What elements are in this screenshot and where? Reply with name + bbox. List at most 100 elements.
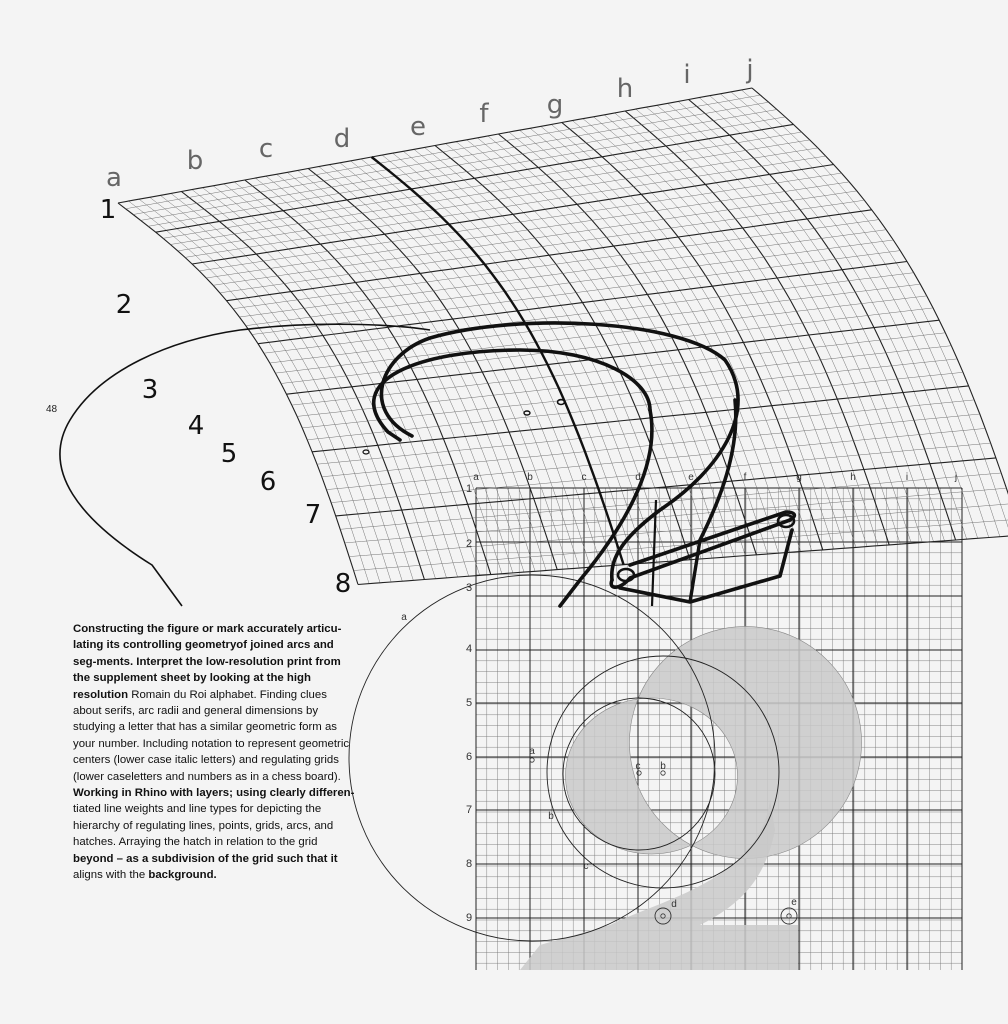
warped-col-label-e: e xyxy=(410,112,426,142)
flat-col-label-d: d xyxy=(635,472,641,483)
hatch-ring xyxy=(565,626,862,859)
serif-bar-stroke xyxy=(609,510,797,590)
construction-arcs xyxy=(348,574,780,942)
warped-col-label-b: b xyxy=(187,146,204,176)
center-label-c_upper: c xyxy=(636,761,641,772)
warped-grid-major-h xyxy=(117,87,753,204)
warped-col-label-d: d xyxy=(334,124,351,154)
left-sweep-arc xyxy=(59,323,431,607)
warped-grid-minor-h xyxy=(163,131,802,239)
center-mark-upper xyxy=(556,398,566,406)
center-label-a_mid: a xyxy=(529,746,535,757)
flat-col-label-a: a xyxy=(473,472,479,483)
warped-grid-major-h xyxy=(312,385,969,453)
outer-tail-stroke xyxy=(698,398,738,542)
flat-row-label-8: 8 xyxy=(466,858,472,870)
serif-circle-right xyxy=(776,513,796,529)
arc-b xyxy=(546,655,780,889)
warped-grid-minor-v xyxy=(223,183,469,577)
warped-col-label-h: h xyxy=(617,74,633,104)
warped-column-e-line xyxy=(370,156,625,566)
center-point-a_mid xyxy=(529,757,535,763)
tail-join-line xyxy=(688,539,702,603)
warped-grid-minor-v xyxy=(297,170,547,571)
warped-grid-minor-h xyxy=(125,94,761,210)
warped-grid-major-h xyxy=(335,457,996,517)
hatch-layer xyxy=(520,626,862,970)
figure-outline xyxy=(362,321,797,608)
center-label-e: e xyxy=(791,897,797,908)
warped-grid-minor-v xyxy=(318,166,569,569)
center-label-b_lower: b xyxy=(548,811,554,822)
center-label-a_outer: a xyxy=(401,612,407,623)
center-label-b_upper: b xyxy=(660,761,666,772)
warped-grid-minor-h xyxy=(239,229,887,318)
caption-segment: beyond – as a subdivision of the grid su… xyxy=(73,852,338,865)
hatch-tail xyxy=(520,800,798,970)
warped-grid-minor-v xyxy=(339,162,591,568)
warped-grid-major-h xyxy=(226,209,872,302)
warped-grid-minor-v xyxy=(128,200,370,584)
warped-grid-minor-h xyxy=(302,358,958,429)
warped-grid-minor-h xyxy=(170,139,810,245)
warped-col-label-i: i xyxy=(683,60,690,90)
warped-row-label-6: 6 xyxy=(260,467,277,497)
center-ring-e xyxy=(780,907,798,925)
warped-col-label-g: g xyxy=(547,90,564,120)
center-label-c_lower: c xyxy=(584,861,589,872)
warped-grid-minor-h xyxy=(297,345,952,417)
warped-grid-major-h xyxy=(192,163,834,265)
center-mark-mid xyxy=(523,410,531,416)
warped-grid-minor-h xyxy=(349,503,1008,557)
flat-row-label-1: 1 xyxy=(466,483,472,495)
center-point-d xyxy=(660,913,666,919)
flat-col-label-b: b xyxy=(527,472,533,483)
stem-line xyxy=(650,499,658,607)
warped-row-label-8: 8 xyxy=(335,569,352,599)
warped-grid-major-v xyxy=(244,179,492,575)
warped-grid-minor-h xyxy=(213,190,857,286)
warped-grid-minor-v xyxy=(234,181,480,576)
warped-row-label-7: 7 xyxy=(305,500,322,530)
warped-grid-minor-h xyxy=(331,442,991,503)
caption-segment: Working in Rhino with layers; using clea… xyxy=(73,787,355,800)
warped-grid-minor-v xyxy=(677,101,945,541)
warped-grid-minor-v xyxy=(202,187,447,578)
warped-grid-minor-h xyxy=(344,487,1007,544)
warped-grid-major-h xyxy=(257,260,908,345)
flat-col-label-g: g xyxy=(796,472,802,483)
flat-row-label-7: 7 xyxy=(466,804,472,816)
warped-row-label-4: 4 xyxy=(188,411,205,441)
warped-grid-minor-h xyxy=(184,155,826,258)
flat-col-label-e: e xyxy=(688,472,694,483)
warped-grid-minor-h xyxy=(245,239,894,326)
center-mark-left xyxy=(362,449,370,455)
flat-row-label-3: 3 xyxy=(466,582,472,594)
warped-grid-minor-h xyxy=(199,172,842,272)
warped-grid-minor-h xyxy=(251,250,901,335)
arc-c xyxy=(562,697,716,851)
warped-col-label-j: j xyxy=(745,55,753,85)
serif-lower-stroke xyxy=(618,528,794,604)
warped-grid-minor-h xyxy=(140,109,777,221)
flat-col-label-f: f xyxy=(744,472,747,483)
warped-grid-major-h xyxy=(286,319,940,395)
caption-segment: background. xyxy=(148,869,217,882)
warped-grid-minor-h xyxy=(232,219,880,309)
warped-grid-minor-h xyxy=(148,116,786,227)
center-point-c_upper xyxy=(636,770,642,776)
warped-grid-minor-v xyxy=(286,172,536,572)
flat-col-label-c: c xyxy=(582,472,587,483)
flat-row-label-5: 5 xyxy=(466,697,472,709)
warped-row-label-1: 1 xyxy=(100,195,117,225)
flat-row-label-4: 4 xyxy=(466,643,472,655)
warped-row-label-3: 3 xyxy=(142,375,159,405)
warped-grid-major-v xyxy=(181,191,425,580)
warped-grid-minor-h xyxy=(133,101,769,215)
center-point-b_upper xyxy=(660,770,666,776)
caption-text: Constructing the figure or mark accurate… xyxy=(73,621,355,884)
warped-grid-major-h xyxy=(357,535,1008,586)
flat-col-label-j: j xyxy=(954,472,957,483)
warped-col-label-c: c xyxy=(259,134,273,164)
